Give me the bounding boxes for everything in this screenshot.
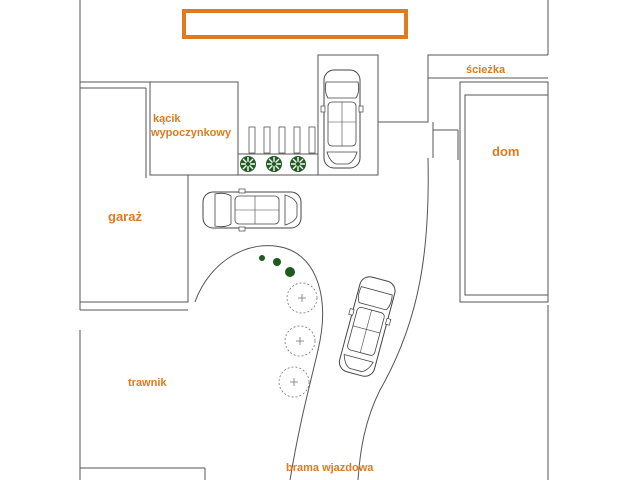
driveway: [80, 157, 429, 480]
tree-icon: [278, 366, 310, 398]
label-sciezka: ścieżka: [466, 64, 506, 76]
path-outline: [378, 54, 548, 160]
title-box: [182, 9, 408, 39]
car-icon: [333, 273, 401, 380]
shrub-icon: [239, 155, 257, 173]
shrub-icon: [265, 155, 283, 173]
car-icon: [320, 69, 364, 169]
label-wypoczynkowy: wypoczynkowy: [151, 127, 232, 139]
relaxation-corner: [150, 81, 318, 176]
pergola-slats: [248, 126, 316, 154]
plot-boundary: [79, 0, 549, 480]
label-katic: kącik: [153, 113, 181, 125]
label-trawnik: trawnik: [128, 377, 167, 389]
car-icon: [202, 188, 302, 232]
house-outline: [459, 81, 549, 303]
shrub-icon: [289, 155, 307, 173]
label-dom: dom: [492, 144, 520, 159]
tree-icon: [284, 325, 316, 357]
label-garaz: garaż: [108, 209, 142, 224]
parking-bay: [317, 54, 379, 176]
bush-icon: [259, 255, 295, 277]
tree-icon: [286, 282, 318, 314]
label-brama: brama wjazdowa: [286, 462, 374, 474]
